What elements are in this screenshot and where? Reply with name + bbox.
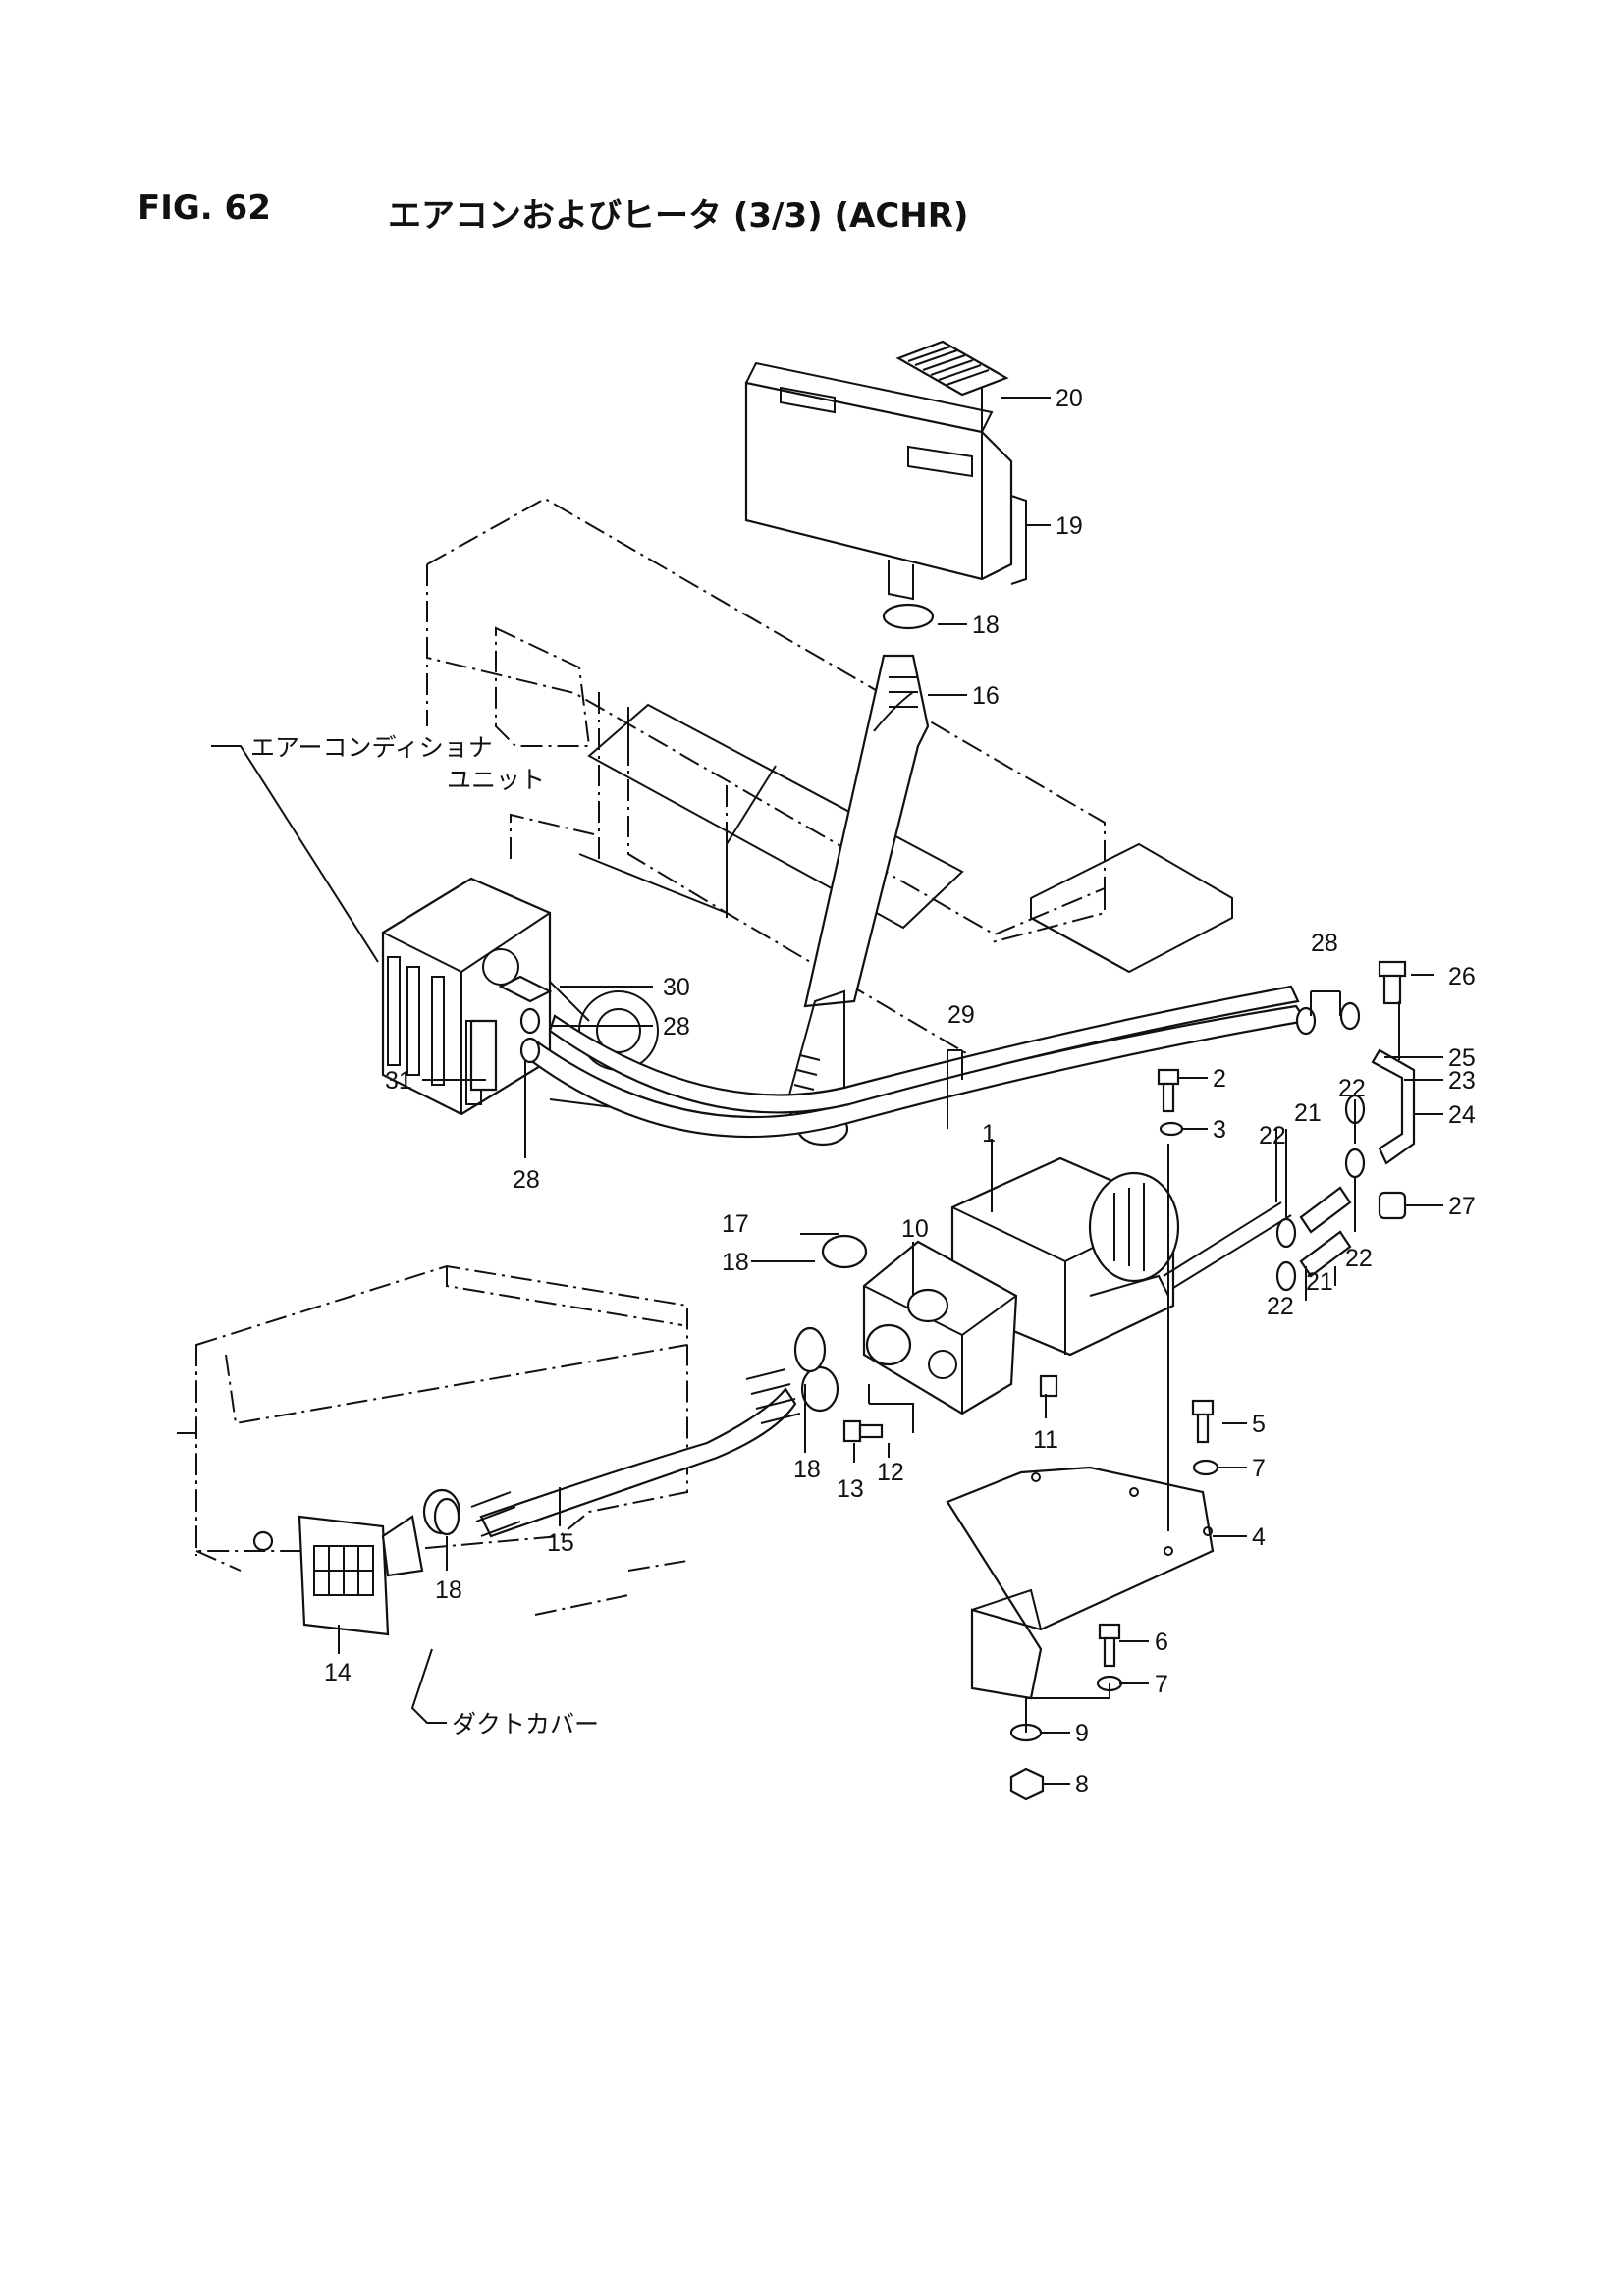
callout-4: 4 <box>1252 1523 1266 1551</box>
leader-lines <box>211 388 1443 1785</box>
upper-vent-box <box>744 361 1027 601</box>
callout-22-a: 22 <box>1259 1122 1286 1149</box>
callout-29: 29 <box>947 1001 975 1029</box>
mounting-bracket <box>946 1466 1215 1700</box>
callout-18-joint: 18 <box>722 1249 749 1276</box>
callout-22-c: 22 <box>1345 1245 1373 1272</box>
callout-numbers: 1 2 3 4 5 6 7 7 8 9 10 11 12 13 14 15 16… <box>324 385 1476 1798</box>
callout-31: 31 <box>385 1067 412 1095</box>
callout-2: 2 <box>1213 1065 1226 1093</box>
duct-cover-label: ダクトカバー <box>452 1710 599 1738</box>
callout-12: 12 <box>877 1459 904 1486</box>
outlet-grille <box>252 1515 424 1636</box>
callout-9: 9 <box>1075 1720 1089 1747</box>
filter-element <box>895 340 1009 397</box>
callout-22-b: 22 <box>1338 1075 1366 1102</box>
callout-30: 30 <box>663 974 690 1001</box>
callout-16: 16 <box>972 682 1000 710</box>
callout-25: 25 <box>1448 1044 1476 1072</box>
callout-27: 27 <box>1448 1193 1476 1220</box>
callout-28-right: 28 <box>1311 930 1338 957</box>
callout-19: 19 <box>1056 512 1083 540</box>
flexible-duct-hose <box>422 1365 839 1538</box>
aircon-cover-panels <box>578 703 1233 974</box>
figure-number: FIG. 62 <box>137 188 271 228</box>
callout-15: 15 <box>547 1529 574 1557</box>
callout-8: 8 <box>1075 1771 1089 1798</box>
callout-7-lower: 7 <box>1155 1671 1168 1698</box>
callout-18-hose: 18 <box>793 1456 821 1483</box>
callout-22-d: 22 <box>1267 1293 1294 1320</box>
figure-title: エアコンおよびヒータ (3/3) (ACHR) <box>388 196 969 236</box>
heater-hose-pair <box>528 985 1308 1139</box>
callout-18-top: 18 <box>972 612 1000 639</box>
callout-17: 17 <box>722 1210 749 1238</box>
callout-23: 23 <box>1448 1067 1476 1095</box>
clamp-ring-top <box>882 603 935 630</box>
duct-cover-phantom <box>177 1264 688 1616</box>
callout-28-lower: 28 <box>513 1166 540 1194</box>
callout-11: 11 <box>1033 1426 1058 1454</box>
aircon-unit-label-2: ユニット <box>447 766 545 794</box>
callout-18-grille: 18 <box>435 1576 462 1604</box>
callout-28-left: 28 <box>663 1013 690 1041</box>
callout-5: 5 <box>1252 1411 1266 1438</box>
callout-3: 3 <box>1213 1116 1226 1144</box>
callout-6: 6 <box>1155 1629 1168 1656</box>
callout-1: 1 <box>982 1120 996 1148</box>
duct-joint-box <box>821 1234 1018 1415</box>
callout-7: 7 <box>1252 1455 1266 1482</box>
callout-20: 20 <box>1056 385 1083 412</box>
callout-24: 24 <box>1448 1101 1476 1129</box>
aircon-unit-label: エアーコンディショナ <box>250 733 493 762</box>
callout-13: 13 <box>837 1475 864 1503</box>
callout-21-lower: 21 <box>1306 1268 1333 1296</box>
callout-10: 10 <box>901 1215 929 1243</box>
callout-21-upper: 21 <box>1294 1099 1322 1127</box>
callout-14: 14 <box>324 1659 352 1686</box>
callout-26: 26 <box>1448 963 1476 990</box>
